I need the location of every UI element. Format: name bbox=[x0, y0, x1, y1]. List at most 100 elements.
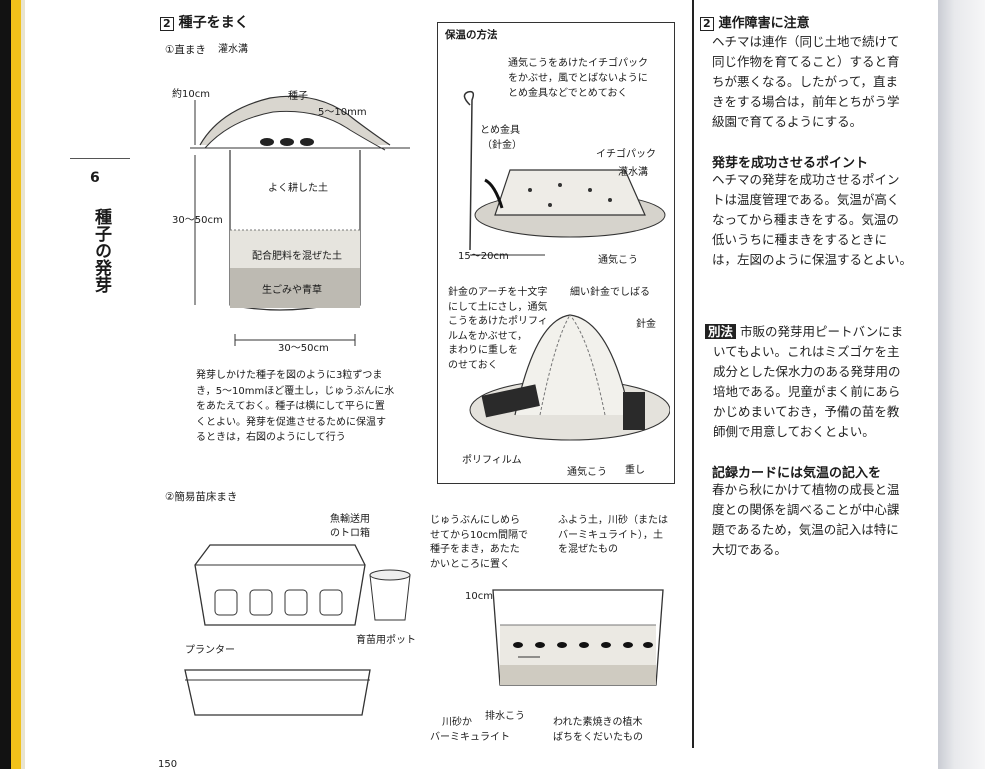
alt-method-tag: 別法 bbox=[705, 324, 737, 339]
vent-hole bbox=[558, 183, 562, 187]
note-line: 通気こうをあけたイチゴパック bbox=[508, 58, 648, 69]
para-line: 題であるため，気温の記入は特に bbox=[712, 522, 899, 537]
section-number: 2 bbox=[160, 17, 174, 31]
caption-line: くとよい。発芽を促進させるために保温す bbox=[196, 416, 386, 428]
label-strawberry-pack: イチゴパック bbox=[596, 149, 656, 160]
note-line: まわりに重しを bbox=[448, 345, 518, 356]
chapter-title: 種子の発芽 bbox=[91, 208, 111, 293]
section-title: 連作障害に注意 bbox=[718, 16, 810, 31]
box-slot bbox=[284, 589, 308, 616]
label-seedling-pot: 育苗用ポット bbox=[356, 635, 416, 646]
mound-inner bbox=[204, 110, 386, 151]
para-line: は，左図のように保温するとよい。 bbox=[712, 252, 913, 267]
label-5to10mm: 5〜10mm bbox=[318, 107, 367, 118]
poly-film-diagram bbox=[469, 314, 670, 441]
caption-line: 発芽しかけた種子を図のように3粒ずつま bbox=[196, 370, 383, 381]
strawberry-pack-diagram bbox=[463, 90, 666, 256]
para-line: 市販の発芽用ピートバンにま bbox=[740, 324, 904, 339]
tray-note-left: じゅうぶんにしめら せてから10cm間隔で 種子をまき，あたた かいところに置く bbox=[430, 514, 528, 572]
sowing-caption: 発芽しかけた種子を図のように3粒ずつま き，5〜10mmほど覆土し，じゅうぶんに… bbox=[196, 368, 432, 446]
label-10cm: 10cm bbox=[465, 591, 493, 602]
note-line: 種子をまき，あたた bbox=[430, 544, 520, 555]
seed bbox=[623, 642, 633, 648]
para-line: なってから種まきをする。気温の bbox=[712, 212, 899, 227]
seed-1 bbox=[260, 138, 274, 146]
seedling-pot bbox=[369, 574, 411, 621]
label-irrigation-ditch-2: 灌水溝 bbox=[618, 167, 648, 178]
alternative-method-paragraph: 別法市販の発芽用ピートバンにま いてもよい。これはミズゴケを主 成分とした保水力… bbox=[705, 322, 941, 442]
left-section-header: 2 種子をまく bbox=[160, 12, 249, 32]
label-seed: 種子 bbox=[288, 91, 308, 102]
label-sand-2: バーミキュライト bbox=[430, 732, 510, 743]
label-wire: （針金） bbox=[482, 140, 522, 151]
pot-rim bbox=[369, 569, 411, 581]
note-line: せてから10cm間隔で bbox=[430, 529, 528, 541]
fertilizer-layer bbox=[230, 230, 360, 268]
seed bbox=[513, 642, 523, 648]
para-line: 大切である。 bbox=[712, 542, 787, 557]
para-line: かじめまいておき，予備の苗を教 bbox=[713, 404, 900, 419]
para-line: 師側で用意しておくとよい。 bbox=[713, 424, 875, 439]
seedbed-containers bbox=[184, 544, 411, 716]
wire-arch-1 bbox=[539, 314, 571, 416]
para-line: いてもよい。これはミズゴケを主 bbox=[713, 344, 900, 359]
label-vent-2: 通気こう bbox=[567, 467, 607, 478]
label-tilled-soil: よく耕した土 bbox=[268, 183, 328, 194]
para-line: ヘチマの発芽を成功させるポイン bbox=[712, 172, 900, 187]
seed bbox=[535, 642, 545, 648]
seed-3 bbox=[300, 138, 314, 146]
label-weight: 重し bbox=[625, 465, 645, 476]
temperature-paragraph: 春から秋にかけて植物の成長と温 度との関係を調べることが中心課 題であるため，気… bbox=[712, 480, 942, 560]
chapter-rule bbox=[70, 158, 130, 159]
label-fish-box-1: 魚輸送用 bbox=[330, 514, 370, 525]
para-line: トは温度管理である。気温が高く bbox=[712, 192, 900, 207]
para-line: 同じ作物を育てること）すると育 bbox=[712, 54, 900, 69]
note-line: のせておく bbox=[448, 359, 498, 371]
crop-rotation-paragraph: ヘチマは連作（同じ土地で続けて 同じ作物を育てること）すると育 ちが悪くなる。し… bbox=[712, 32, 942, 132]
germination-heading: 発芽を成功させるポイント bbox=[712, 156, 869, 171]
note-line: じゅうぶんにしめら bbox=[430, 515, 520, 526]
section-title: 種子をまく bbox=[178, 15, 249, 31]
seed bbox=[643, 642, 653, 648]
seed bbox=[601, 642, 611, 648]
note-line: にして土にさし，通気 bbox=[448, 301, 548, 313]
para-line: 度との関係を調べることが中心課 bbox=[712, 502, 900, 517]
warming-method-title: 保温の方法 bbox=[445, 29, 498, 41]
tray-note-right: ふよう土，川砂（または バーミキュライト），土 を混ぜたもの bbox=[558, 514, 668, 558]
box-slot bbox=[319, 589, 343, 616]
caption-line: るときは，右図のようにして行う bbox=[196, 432, 346, 443]
label-approx-10cm: 約10cm bbox=[172, 89, 210, 100]
label-sand-1: 川砂か bbox=[442, 717, 472, 728]
para-line: 培地である。児童がまく前にあら bbox=[713, 384, 901, 399]
caption-line: をあたえておく。種子は横にして平らに置 bbox=[196, 401, 385, 412]
spine-black-band bbox=[0, 0, 11, 769]
note-line: かいところに置く bbox=[430, 558, 510, 570]
note-line: ルムをかぶせて， bbox=[448, 330, 528, 342]
label-compost: 生ごみや青草 bbox=[262, 285, 322, 296]
note-line: 針金のアーチを十文字 bbox=[448, 287, 548, 298]
label-fertilizer-soil: 配合肥料を混ぜた土 bbox=[252, 251, 342, 262]
note-line: こうをあけたポリフィ bbox=[448, 316, 548, 327]
box-slot bbox=[214, 589, 238, 616]
germination-paragraph: ヘチマの発芽を成功させるポイン トは温度管理である。気温が高く なってから種まき… bbox=[712, 170, 942, 270]
seed bbox=[557, 642, 567, 648]
arrow-to-pin bbox=[484, 178, 504, 209]
para-line: ヘチマは連作（同じ土地で続けて bbox=[712, 34, 900, 49]
spine-gutter bbox=[21, 0, 25, 769]
subsection-seedbed: ②簡易苗床まき bbox=[165, 491, 238, 503]
wire-arch-2 bbox=[569, 314, 606, 416]
subsection-direct-sowing: ①直まき bbox=[165, 44, 206, 56]
label-15to20cm: 15〜20cm bbox=[458, 251, 509, 262]
label-drain-hole: 排水こう bbox=[485, 711, 525, 722]
label-poly-film: ポリフィルム bbox=[462, 455, 522, 466]
note-line: をかぶせ，風でとばないように bbox=[508, 73, 648, 84]
label-irrigation-ditch: 灌水溝 bbox=[218, 44, 248, 55]
warming-note-1: 通気こうをあけたイチゴパック をかぶせ，風でとばないように とめ金具などでとめて… bbox=[508, 56, 648, 101]
seed bbox=[579, 642, 589, 648]
weight-right bbox=[623, 392, 645, 430]
vent-hole bbox=[548, 203, 552, 207]
vent-hole bbox=[588, 188, 592, 192]
warming-note-2: 針金のアーチを十文字 にして土にさし，通気 こうをあけたポリフィ ルムをかぶせて… bbox=[448, 286, 548, 373]
warming-method-box bbox=[437, 22, 675, 484]
